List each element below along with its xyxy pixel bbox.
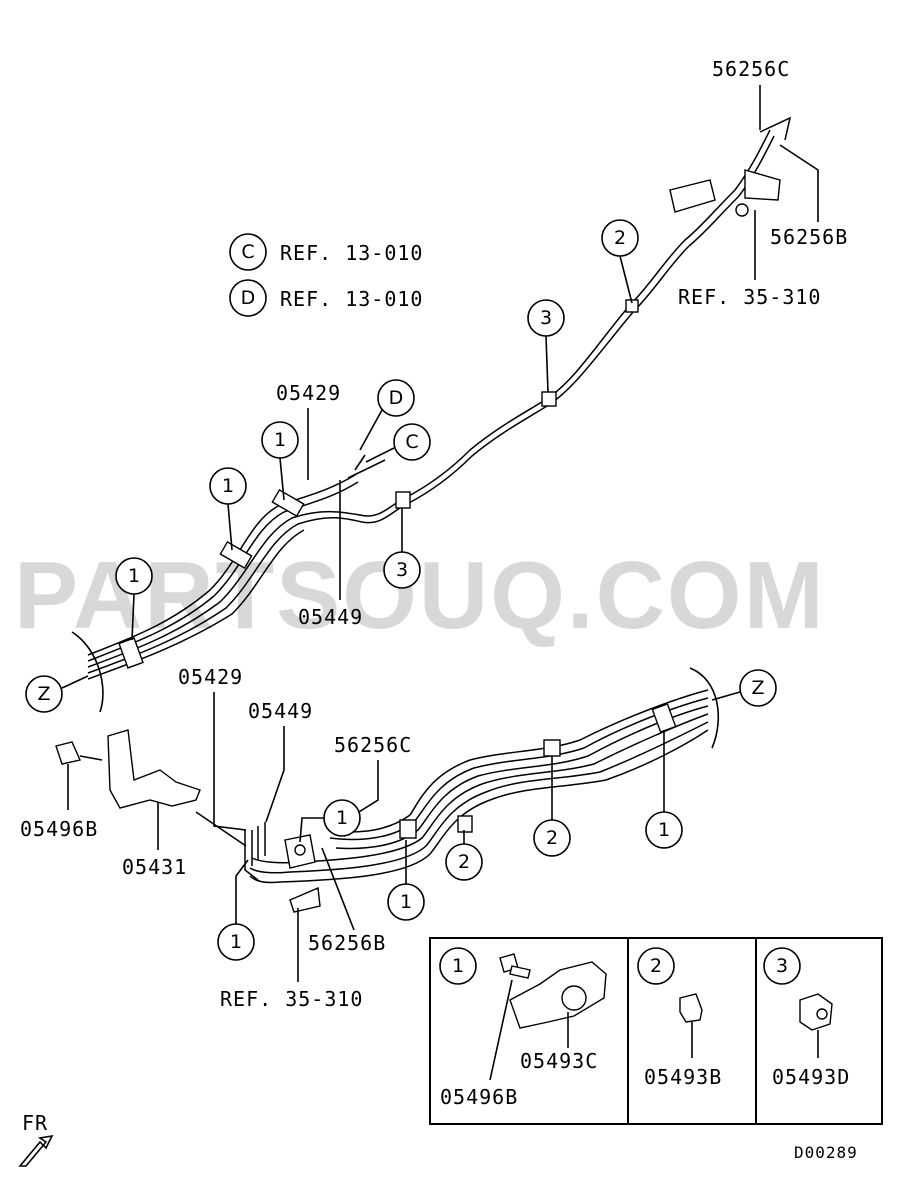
callout-1-d: 1: [299, 799, 361, 843]
callout-1-b: 1: [209, 467, 247, 551]
label-56256c-top: 56256C: [712, 57, 790, 81]
label-56256b-top: 56256B: [770, 225, 848, 249]
svg-text:1: 1: [336, 807, 348, 829]
callout-1-e: 1: [645, 730, 683, 849]
label-ref35310-top: REF. 35-310: [678, 285, 821, 309]
callout-c: C: [365, 423, 431, 463]
svg-text:1: 1: [658, 819, 670, 841]
watermark: PARTSOUQ.COM: [14, 542, 826, 649]
svg-text:3: 3: [396, 559, 408, 581]
callout-2-c: 2: [445, 830, 483, 881]
legend-3-circle: [763, 947, 801, 985]
svg-text:Z: Z: [751, 677, 764, 699]
svg-text:3: 3: [540, 307, 552, 329]
label-56256b-bottom: 56256B: [308, 931, 386, 955]
label-05449-bottom: 05449: [248, 699, 313, 723]
ref-d-letter: D: [241, 287, 256, 309]
callout-3-mid: 3: [383, 508, 421, 589]
svg-text:2: 2: [614, 227, 626, 249]
callout-1-c: 1: [115, 557, 153, 641]
ref-d: D REF. 13-010: [229, 279, 423, 317]
callout-z-right: Z: [689, 667, 777, 749]
upper-brake-lines: [87, 116, 792, 680]
callout-1-f: 1: [387, 840, 425, 921]
callout-2-b: 2: [533, 756, 571, 857]
ref-c-text: REF. 13-010: [280, 241, 423, 265]
legend-1-part-b: 05493C: [520, 1049, 598, 1073]
svg-text:D: D: [389, 387, 404, 409]
legend-table: 1 05496B 05493C 2 05493B 3 05493D: [429, 937, 883, 1125]
svg-text:Z: Z: [37, 683, 50, 705]
callout-2-top: 2: [601, 219, 639, 304]
ref-c-letter: C: [241, 241, 254, 263]
callout-3-top: 3: [527, 299, 565, 393]
ref-d-circle: [229, 279, 267, 317]
legend-1-part-a: 05496B: [440, 1085, 518, 1109]
svg-text:1: 1: [222, 475, 234, 497]
svg-text:1: 1: [230, 931, 242, 953]
legend-2-part: 05493B: [644, 1065, 722, 1089]
label-05431-bottom: 05431: [122, 855, 187, 879]
label-05429-mid: 05429: [276, 381, 341, 405]
callout-d: D: [359, 379, 415, 451]
svg-text:2: 2: [458, 851, 470, 873]
legend-1-num: 1: [452, 955, 464, 977]
label-05429-bottom: 05429: [178, 665, 243, 689]
ref-c-circle: [229, 233, 267, 271]
callout-z-left: Z: [25, 631, 104, 713]
label-05496b-bottom: 05496B: [20, 817, 98, 841]
fr-label: FR: [22, 1111, 48, 1135]
label-ref35310-bottom: REF. 35-310: [220, 987, 363, 1011]
label-56256c-bottom: 56256C: [334, 733, 412, 757]
legend-1-circle: [439, 947, 477, 985]
legend-3-num: 3: [776, 955, 788, 977]
svg-text:C: C: [405, 431, 418, 453]
ref-c: C REF. 13-010: [229, 233, 423, 271]
svg-text:1: 1: [128, 565, 140, 587]
legend-2-circle: [637, 947, 675, 985]
svg-text:1: 1: [274, 429, 286, 451]
label-05449-mid: 05449: [298, 605, 363, 629]
drawing-code: D00289: [794, 1143, 858, 1162]
callout-1-g: 1: [217, 859, 255, 961]
legend-2-num: 2: [650, 955, 662, 977]
lower-brake-lines: [55, 689, 709, 913]
callout-1-a: 1: [261, 421, 299, 501]
front-arrow: FR: [18, 1111, 54, 1167]
ref-d-text: REF. 13-010: [280, 287, 423, 311]
legend-3-part: 05493D: [772, 1065, 850, 1089]
svg-text:1: 1: [400, 891, 412, 913]
svg-text:2: 2: [546, 827, 558, 849]
